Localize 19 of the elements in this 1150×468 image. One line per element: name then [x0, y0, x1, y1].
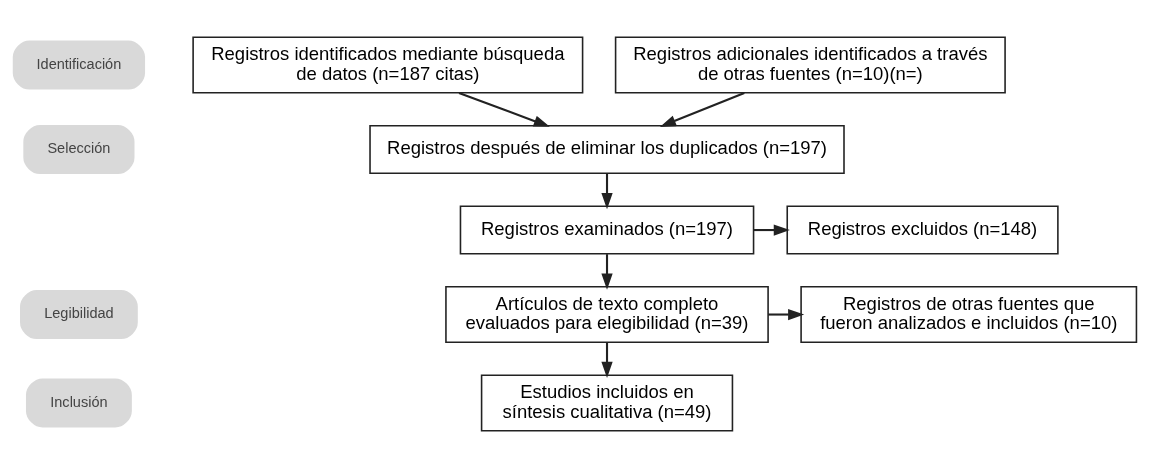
- arrow: [753, 224, 790, 236]
- node-box: Inclusión: [25, 378, 132, 428]
- arrow: [458, 91, 550, 127]
- node-box: Registros excluidos (n=148): [786, 205, 1059, 255]
- node-box: Registros de otras fuentes que fueron analizados e incluidos (n=10): [800, 286, 1138, 344]
- arrow: [601, 173, 613, 210]
- node-box: Registros examinados (n=197): [459, 205, 755, 255]
- node-box: Identificación: [12, 40, 146, 90]
- node-box: Estudios incluidos en síntesis cualitativa (n=49): [480, 374, 734, 432]
- node-box: Selección: [23, 124, 135, 175]
- node-box: Artículos de texto completo evaluados para elegibilidad (n=39): [445, 286, 769, 344]
- arrow: [659, 91, 745, 127]
- node-box: Registros después de eliminar los duplicados (n=197): [369, 124, 845, 175]
- node-box: Registros adicionales identificados a través de otras fuentes (n=10)(n=): [614, 36, 1006, 94]
- arrow: [601, 254, 613, 290]
- arrow: [601, 342, 613, 378]
- node-box: Registros identificados mediante búsqueda de datos (n=187 citas): [192, 36, 584, 94]
- arrow: [768, 308, 805, 321]
- node-box: Legibilidad: [20, 289, 138, 340]
